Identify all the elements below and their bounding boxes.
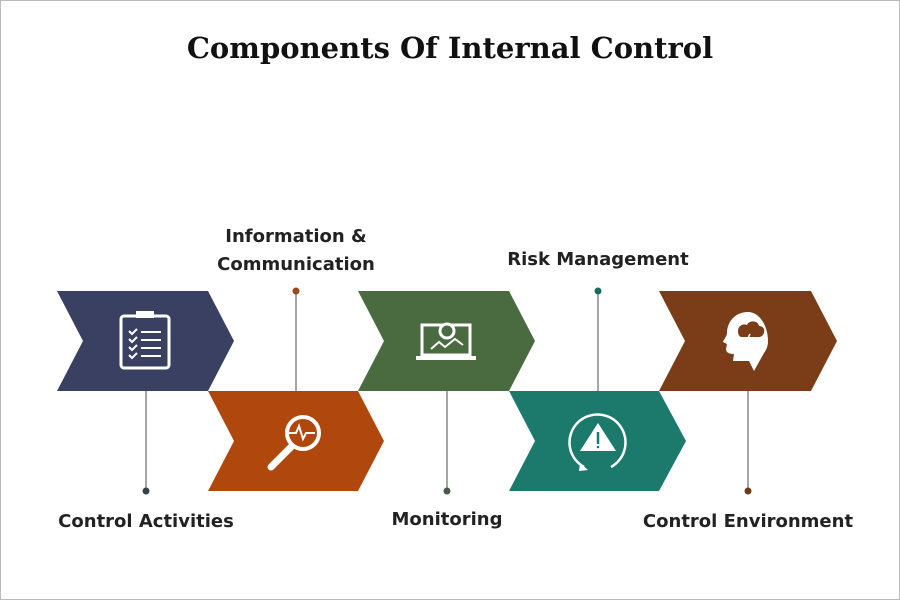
magnifier-pulse-icon bbox=[267, 415, 321, 471]
label-line-1: Information & bbox=[225, 226, 367, 247]
label-monitoring: Monitoring bbox=[391, 509, 503, 530]
connector-dot-5 bbox=[744, 487, 752, 495]
label-control-environment: Control Environment bbox=[642, 511, 854, 532]
diagram-title: Components Of Internal Control bbox=[186, 31, 714, 65]
warning-cycle-icon bbox=[568, 413, 627, 471]
connector-dot-2 bbox=[292, 287, 300, 295]
label-risk-management: Risk Management bbox=[507, 249, 689, 270]
label-control-activities: Control Activities bbox=[58, 511, 234, 532]
connector-dot-3 bbox=[443, 487, 451, 495]
clipboard-checklist-icon bbox=[119, 311, 171, 370]
chevron-information-communication bbox=[208, 391, 384, 491]
connector-dot-4 bbox=[594, 287, 602, 295]
connector-dot-1 bbox=[142, 487, 150, 495]
chevron-monitoring bbox=[358, 291, 535, 391]
label-information-communication: Information & Communication bbox=[196, 223, 396, 279]
label-line-2: Communication bbox=[217, 254, 375, 275]
laptop-gear-icon bbox=[416, 322, 476, 360]
head-storm-icon bbox=[723, 312, 768, 371]
